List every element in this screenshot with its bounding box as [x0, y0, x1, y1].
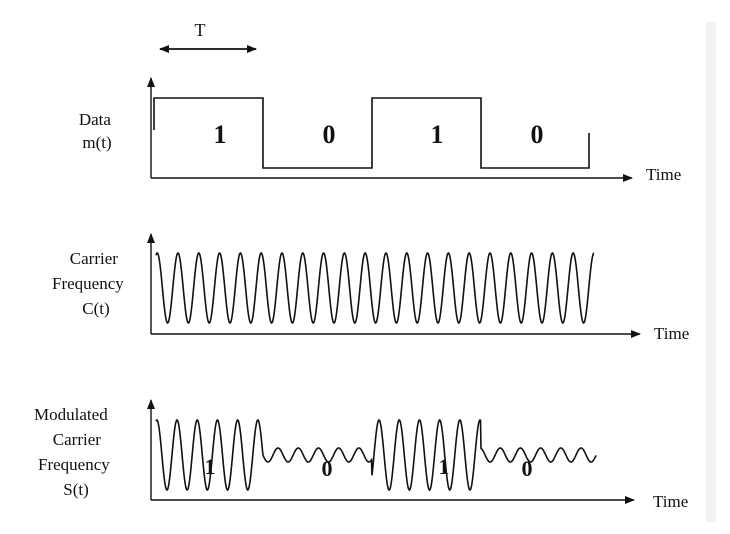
modulated-bit-3: 1 — [439, 454, 450, 479]
carrier-label-line-3: C(t) — [82, 299, 109, 318]
carrier-panel: Time Carrier Frequency C(t) — [52, 233, 689, 343]
modulated-panel: Time Modulated Carrier Frequency S(t) 1 … — [34, 399, 688, 511]
data-square-wave — [153, 97, 590, 169]
carrier-side-label: Carrier Frequency C(t) — [52, 249, 128, 318]
modulated-label-line-2: Carrier — [53, 430, 101, 449]
modulated-label-line-3: Frequency — [38, 455, 110, 474]
period-label: T — [195, 20, 206, 40]
modulated-label-line-4: S(t) — [63, 480, 89, 499]
data-bit-2: 0 — [323, 120, 336, 149]
data-bit-3: 1 — [431, 120, 444, 149]
data-axis-label: Time — [646, 165, 681, 184]
data-label-line-1: Data — [79, 110, 112, 129]
data-bit-1: 1 — [214, 120, 227, 149]
modulated-bit-1: 1 — [205, 454, 216, 479]
carrier-sine-wave — [155, 251, 595, 325]
carrier-label-line-1: Carrier — [70, 249, 118, 268]
modulated-bit-2: 0 — [322, 456, 333, 481]
data-label-line-2: m(t) — [82, 133, 111, 152]
modulated-label-line-1: Modulated — [34, 405, 108, 424]
modulated-side-label: Modulated Carrier Frequency S(t) — [34, 405, 114, 499]
data-side-label: Data m(t) — [79, 110, 115, 152]
period-indicator: T — [159, 20, 257, 53]
data-bit-4: 0 — [531, 120, 544, 149]
modulated-ask-wave — [155, 418, 597, 492]
modulated-bit-4: 0 — [522, 456, 533, 481]
carrier-label-line-2: Frequency — [52, 274, 124, 293]
right-edge-strip — [706, 22, 716, 522]
data-panel: Time Data m(t) 1 0 1 0 — [79, 77, 681, 184]
carrier-axis-label: Time — [654, 324, 689, 343]
modulated-axis-label: Time — [653, 492, 688, 511]
